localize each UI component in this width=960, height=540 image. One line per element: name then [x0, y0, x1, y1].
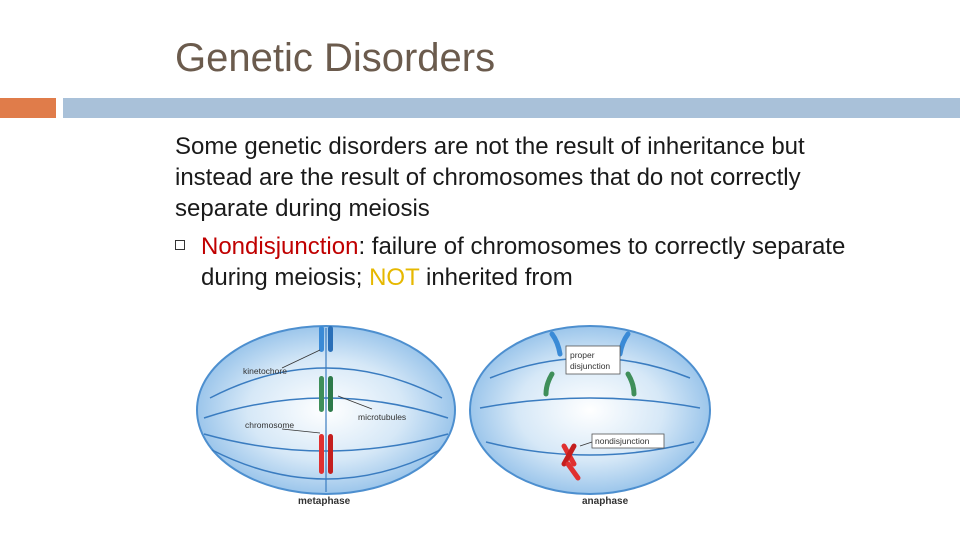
meiosis-diagram: kinetochore chromosome microtubules meta… — [196, 325, 711, 507]
text-cutoff-mask — [190, 300, 810, 320]
metaphase-chromosome-green — [319, 376, 333, 412]
metaphase-cell: kinetochore chromosome microtubules meta… — [196, 325, 456, 507]
bullet-text-part-1: : failure of chromosomes to correctly se… — [201, 233, 846, 291]
accent-bar-orange — [0, 98, 56, 118]
emphasis-not: NOT — [369, 264, 420, 291]
label-proper: proper — [570, 350, 595, 360]
bullet-text: Nondisjunction: failure of chromosomes t… — [201, 231, 861, 293]
label-disjunction: disjunction — [570, 361, 610, 371]
term-nondisjunction: Nondisjunction — [201, 233, 359, 260]
accent-bar-blue — [63, 98, 960, 118]
label-chromosome: chromosome — [245, 420, 294, 430]
anaphase-chromosome-green — [543, 371, 637, 397]
slide-title: Genetic Disorders — [175, 36, 496, 80]
label-nondisjunction: nondisjunction — [595, 436, 650, 446]
label-microtubules: microtubules — [358, 412, 406, 422]
anaphase-cell: proper disjunction nondisjunction anapha… — [469, 325, 711, 507]
metaphase-chromosome-red — [319, 434, 333, 474]
caption-metaphase: metaphase — [298, 496, 351, 507]
anaphase-chromosome-red-nondisjunction — [561, 443, 581, 481]
label-kinetochore: kinetochore — [243, 366, 287, 376]
bullet-text-part-2: inherited from — [419, 264, 573, 291]
square-bullet-icon — [175, 240, 185, 250]
metaphase-chromosome-blue — [319, 326, 333, 352]
body-paragraph: Some genetic disorders are not the resul… — [175, 133, 805, 222]
caption-anaphase: anaphase — [582, 496, 629, 507]
